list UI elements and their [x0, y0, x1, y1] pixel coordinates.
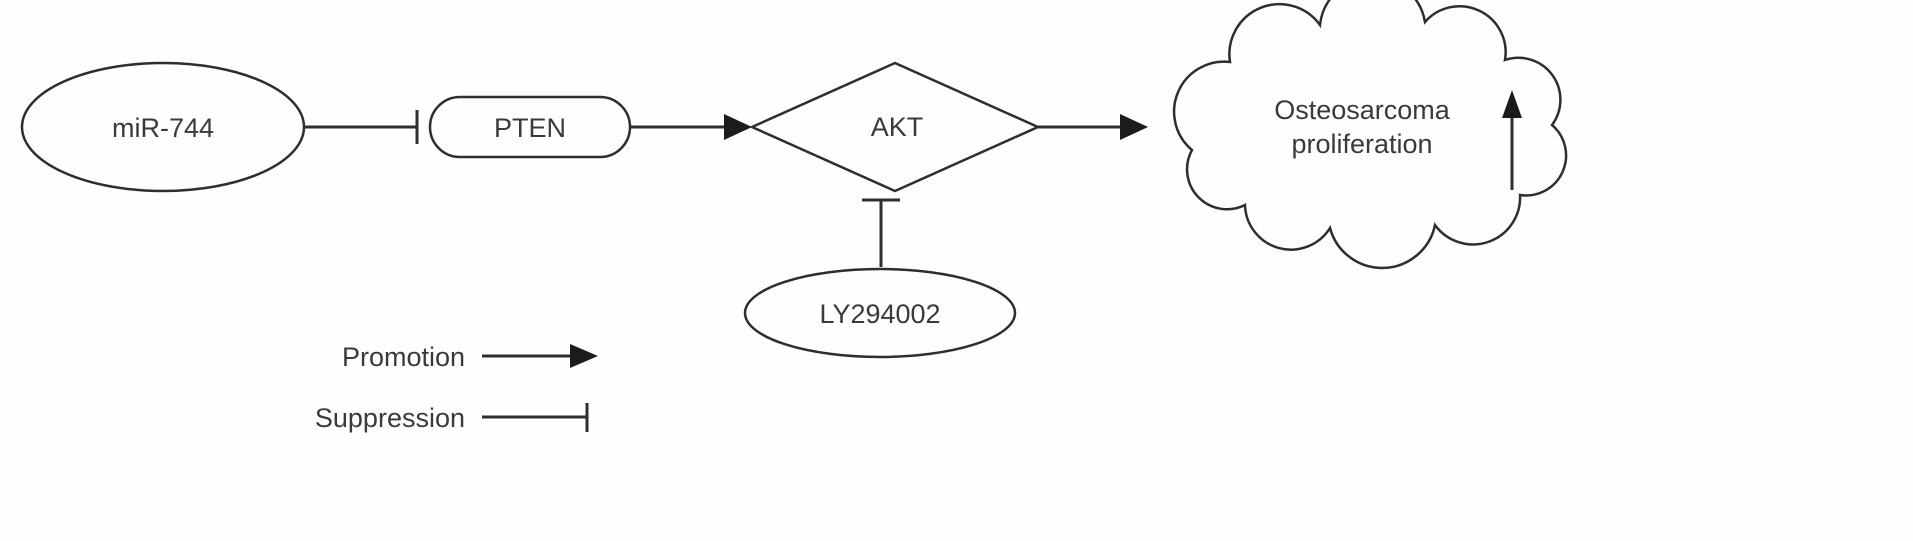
legend-suppression-label: Suppression	[315, 403, 465, 433]
node-ly294002: LY294002	[743, 267, 1017, 359]
osteosarcoma-label-line2: proliferation	[1291, 129, 1432, 159]
node-pten: PTEN	[428, 95, 632, 159]
ly294002-label: LY294002	[819, 299, 940, 329]
legend-promotion-arrowhead-icon	[570, 344, 598, 368]
node-akt: AKT	[748, 61, 1042, 193]
edge-akt-osteosarcoma-promotion	[1038, 114, 1148, 140]
node-mir-744: miR-744	[20, 61, 306, 193]
legend-suppression: Suppression	[315, 403, 589, 433]
akt-label: AKT	[871, 112, 924, 142]
edge-ly294002-akt-suppression	[862, 198, 900, 267]
node-osteosarcoma-proliferation: Osteosarcoma proliferation	[1172, 0, 1568, 270]
up-arrowhead-icon	[1502, 90, 1522, 118]
legend-promotion-label: Promotion	[342, 342, 465, 372]
edge-pten-akt-promotion	[630, 114, 752, 140]
legend-promotion: Promotion	[342, 342, 598, 372]
mir-744-ellipse	[20, 61, 306, 193]
pten-label: PTEN	[494, 113, 566, 143]
edge-mir744-pten-suppression	[305, 110, 419, 144]
cloud-shape	[1172, 0, 1568, 270]
promotion-arrowhead-icon	[724, 114, 752, 140]
increase-up-arrow-icon	[1502, 90, 1522, 190]
promotion-arrowhead-icon	[1120, 114, 1148, 140]
ly294002-ellipse	[743, 267, 1017, 359]
osteosarcoma-label-line1: Osteosarcoma	[1274, 95, 1451, 125]
mir-744-label: miR-744	[112, 113, 214, 143]
